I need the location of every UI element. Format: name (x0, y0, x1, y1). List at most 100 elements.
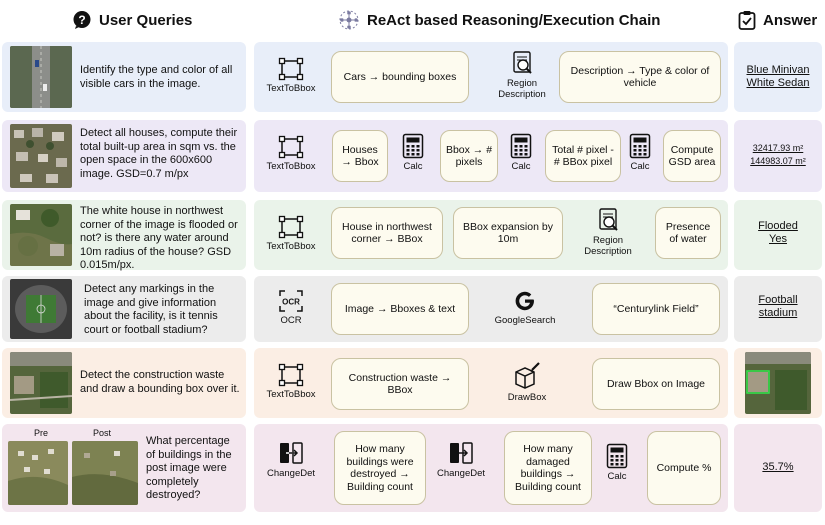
row3-tool-texttobbox: TextToBbox (256, 215, 326, 252)
change-detection-icon (450, 442, 473, 464)
row3-aerial-flood-image (10, 204, 72, 266)
ocr-icon: OCR (279, 290, 303, 312)
row3-step-3: Presence of water (655, 207, 721, 259)
row6-tool-changedet-1: ChangeDet (256, 440, 326, 479)
row5-tool-texttobbox: TextToBbox (256, 363, 326, 400)
header-queries-label: User Queries (99, 11, 193, 29)
row3-step-2: BBox expansion by 10m (453, 207, 563, 259)
row3-answer: Flooded Yes (734, 220, 822, 246)
row6-step-1: How many buildings were destroyed → Buil… (334, 431, 426, 505)
row1-tool-region-description: Region Description (487, 50, 557, 100)
answer-line: 144983.07 m² (750, 156, 806, 166)
header-answer: Answer (738, 8, 817, 32)
row5-step-2: Draw Bbox on Image (592, 358, 720, 410)
tool-label: OCR (280, 315, 302, 326)
row1-tool-texttobbox: TextToBbox (256, 57, 326, 94)
tool-label: GoogleSearch (494, 315, 556, 326)
row5-query-text: Detect the construction waste and draw a… (80, 369, 240, 395)
change-detection-icon (280, 442, 303, 464)
header-chain: ReAct based Reasoning/Execution Chain (338, 8, 660, 32)
row5-tool-drawbox: DrawBox (492, 360, 562, 403)
row6-answer: 35.7% (734, 461, 822, 474)
tool-label: DrawBox (507, 392, 547, 403)
calculator-icon (606, 443, 628, 469)
row2-tool-calc-1: Calc (378, 133, 448, 172)
row3-tool-region-description: Region Description (573, 207, 643, 257)
row4-tool-googlesearch: GoogleSearch (490, 289, 560, 326)
answer-line: Blue Minivan (746, 64, 810, 76)
tool-label: Region Description (498, 78, 546, 100)
row1-step-2: Description → Type & color of vehicle (559, 51, 721, 103)
row2-answer: 32417.93 m² 144983.07 m² (734, 142, 822, 168)
bbox-icon (278, 57, 304, 81)
tool-label: Region Description (584, 235, 632, 257)
row2-tool-calc-3: Calc (605, 133, 675, 172)
row6-tool-changedet-2: ChangeDet (426, 440, 496, 479)
row5-aerial-construction-image (10, 352, 72, 414)
row5-step-1: Construction waste → BBox (331, 358, 469, 410)
row2-step-3: Total # pixel - # BBox pixel (545, 130, 621, 182)
answer-line: 35.7% (762, 461, 794, 473)
answer-line: Flooded (758, 220, 798, 232)
row2-aerial-houses-image (10, 124, 72, 188)
row4-tool-ocr: OCR OCR (256, 289, 326, 326)
answer-line: stadium (758, 307, 798, 319)
header-answer-label: Answer (763, 11, 818, 29)
google-icon (515, 291, 534, 311)
row6-step-3: Compute % (647, 431, 721, 505)
row5-answer-image-with-bbox (745, 352, 811, 414)
row4-answer: Football stadium (734, 294, 822, 320)
region-description-icon (599, 208, 618, 231)
row3-step-1: House in northwest corner → BBox (331, 207, 443, 259)
bbox-icon (278, 135, 304, 159)
drawbox-icon (515, 362, 540, 389)
row1-step-1: Cars → bounding boxes (331, 51, 469, 103)
network-icon (339, 10, 359, 30)
post-label: Post (93, 428, 112, 438)
row2-step-2: Bbox → # pixels (440, 130, 498, 182)
bbox-icon (278, 215, 304, 239)
row1-answer: Blue Minivan White Sedan (734, 64, 822, 90)
answer-line: White Sedan (746, 77, 810, 89)
row6-step-2: How many damaged buildings → Building co… (504, 431, 592, 505)
tool-label: ChangeDet (436, 468, 486, 479)
calculator-icon (510, 133, 532, 159)
row2-tool-calc-2: Calc (486, 133, 556, 172)
calculator-icon (629, 133, 651, 159)
row6-query-text: What percentage of buildings in the post… (146, 435, 232, 501)
pre-label: Pre (34, 428, 49, 438)
row2-tool-texttobbox: TextToBbox (256, 135, 326, 172)
tool-label: Calc (403, 161, 423, 172)
row1-aerial-road-image (10, 46, 72, 108)
row2-step-4: Compute GSD area (663, 130, 721, 182)
row6-tool-calc: Calc (582, 443, 652, 482)
tool-label: Calc (511, 161, 531, 172)
svg-text:?: ? (78, 13, 85, 27)
answer-line: Football (758, 294, 798, 306)
answer-line: 32417.93 m² (752, 143, 804, 153)
tool-label: TextToBbox (266, 83, 316, 94)
row6-post-image (72, 441, 138, 505)
row4-query-text: Detect any markings in the image and giv… (84, 283, 218, 336)
clipboard-check-icon (738, 11, 756, 30)
tool-label: TextToBbox (266, 389, 316, 400)
row4-step-1: Image → Bboxes & text (331, 283, 469, 335)
row2-step-1: Houses → Bbox (332, 130, 388, 182)
answer-line: Yes (769, 233, 787, 245)
tool-label: TextToBbox (266, 161, 316, 172)
header-chain-label: ReAct based Reasoning/Execution Chain (367, 11, 661, 29)
row4-step-2: “Centurylink Field” (592, 283, 720, 335)
row4-answer-cell (734, 276, 822, 342)
calculator-icon (402, 133, 424, 159)
row1-query-text: Identify the type and color of all visib… (80, 64, 233, 90)
row2-answer-cell (734, 120, 822, 192)
row1-answer-cell (734, 42, 822, 112)
header-user-queries: ? User Queries (72, 8, 192, 32)
tool-label: ChangeDet (266, 468, 316, 479)
tool-label: Calc (607, 471, 627, 482)
bbox-icon (278, 363, 304, 387)
tool-label: TextToBbox (266, 241, 316, 252)
row4-aerial-stadium-image (10, 279, 72, 339)
row3-query-text: The white house in northwest corner of t… (80, 205, 238, 271)
tool-label: Calc (630, 161, 650, 172)
